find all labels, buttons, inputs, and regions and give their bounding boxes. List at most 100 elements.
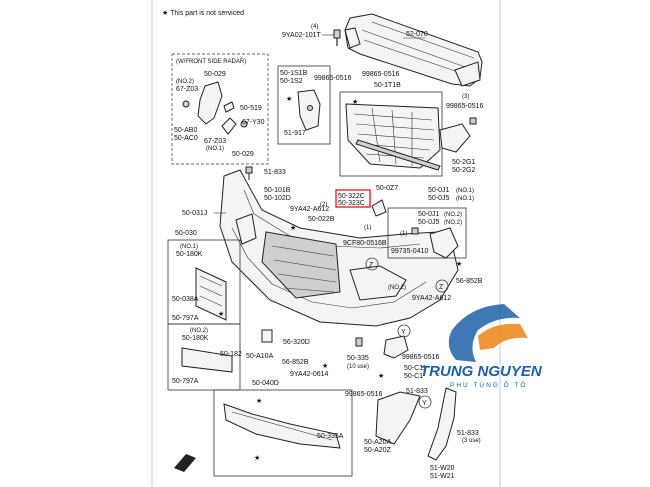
callout-3-use: (3 use) xyxy=(462,438,481,444)
callout-no2-d: (NO.2) xyxy=(388,285,406,291)
label-50-0j5-a: 50-0J5 xyxy=(428,195,450,202)
callout-no2-c: (NO.2) xyxy=(444,220,462,226)
callout-4: (4) xyxy=(311,24,318,30)
radar-option-box xyxy=(171,53,269,165)
label-50-180k-b: 50-180K xyxy=(182,335,209,342)
marker-z-2-label: Z xyxy=(439,284,444,291)
star-marker-8: ★ xyxy=(256,397,262,405)
label-99865-c: 99865-0516 xyxy=(446,103,483,110)
callout-no1-d: (NO.1) xyxy=(180,244,198,250)
marker-z-1 xyxy=(365,257,379,271)
label-56-320d: 56-320D xyxy=(283,339,310,346)
label-56-852b-b: 56-852B xyxy=(282,359,309,366)
callout-10-use: (10 use) xyxy=(347,364,369,370)
label-50-322c: 50-322C xyxy=(338,193,365,200)
callout-1-a: (1) xyxy=(364,225,371,231)
tow-hook-cover xyxy=(371,199,387,217)
label-9cf80-0516b: 9CF80-0516B xyxy=(343,240,387,247)
label-56-852b-a: 56-852B xyxy=(456,278,483,285)
label-50-180k-a: 50-180K xyxy=(176,251,203,258)
label-99735-0410: 99735-0410 xyxy=(391,248,428,255)
callout-no1-c: (NO.1) xyxy=(456,196,474,202)
label-51-833-a: 51-833 xyxy=(264,169,286,176)
label-50-029-bottom: 50-029 xyxy=(232,151,254,158)
radar-bracket xyxy=(182,81,248,135)
radar-sensor-box xyxy=(387,207,467,259)
bumper-reinforcement xyxy=(344,13,483,87)
label-50-030: 50-030 xyxy=(175,230,197,237)
marker-z-2 xyxy=(435,279,449,293)
label-99865-e: 99865-0516 xyxy=(345,391,382,398)
marker-y-1-label: Y xyxy=(401,329,406,336)
label-50-a20a: 50-A20A xyxy=(364,439,392,446)
lower-lip-box xyxy=(213,389,353,477)
sensor-holder-a10a xyxy=(261,329,273,343)
label-51-917: 51-917 xyxy=(284,130,306,137)
star-marker-7: ★ xyxy=(378,372,384,380)
watermark-tagline: PHỤ TÙNG Ô TÔ xyxy=(450,380,527,389)
callout-no2-b: (NO.2) xyxy=(444,212,462,218)
label-67-z03-b: 67-Z03 xyxy=(204,138,226,145)
side-bracket xyxy=(297,89,321,131)
label-50-031j: 50-031J xyxy=(182,210,207,217)
label-99865-d: 99865-0516 xyxy=(402,354,439,361)
label-50-0j1-b: 50-0J1 xyxy=(418,211,440,218)
marker-y-2-label: Y xyxy=(422,400,427,407)
label-52-070: 52-070 xyxy=(406,31,428,38)
label-51-w20: 51-W20 xyxy=(430,465,455,472)
side-spoiler xyxy=(375,391,421,445)
highlight-box xyxy=(335,189,371,208)
label-50-1t1b: 50-1T1B xyxy=(374,82,401,89)
lower-lip-spoiler xyxy=(223,403,341,449)
star-marker-5: ★ xyxy=(218,310,224,318)
label-50-0j5-b: 50-0J5 xyxy=(418,219,440,226)
label-50-797a-b: 50-797A xyxy=(172,378,199,385)
label-50-ac0: 50-AC0 xyxy=(174,135,198,142)
label-51-833-b: 51-833 xyxy=(406,388,428,395)
label-50-029-top: 50-029 xyxy=(204,71,226,78)
label-50-101b: 50-101B xyxy=(264,187,291,194)
star-marker-6: ★ xyxy=(322,362,328,370)
side-bracket-box xyxy=(277,65,331,145)
bolt-9ya02 xyxy=(333,29,341,46)
label-50-a20z: 50-A20Z xyxy=(364,447,392,454)
label-67-y30: 67-Y30 xyxy=(242,119,265,126)
callout-no2-e: (NO.2) xyxy=(190,328,208,334)
grille-side-bracket xyxy=(439,117,477,153)
front-bumper-cover xyxy=(219,169,459,327)
license-plate-box-2 xyxy=(167,323,241,391)
label-50-2g1: 50-2G1 xyxy=(452,159,475,166)
front-direction-arrow-icon xyxy=(174,454,196,472)
label-9ya02-101t: 9YA02-101T xyxy=(282,32,322,39)
star-marker-4: ★ xyxy=(456,260,462,268)
clip-51833-a xyxy=(245,166,253,180)
marker-y-2 xyxy=(418,395,432,409)
label-50-a10a: 50-A10A xyxy=(246,353,274,360)
star-marker-9: ★ xyxy=(254,454,260,462)
label-51-w21: 51-W21 xyxy=(430,473,455,480)
star-marker-3: ★ xyxy=(290,224,296,232)
label-50-0z7: 50-0Z7 xyxy=(376,185,398,192)
label-50-022b: 50-022B xyxy=(308,216,335,223)
label-50-102d: 50-102D xyxy=(264,195,291,202)
side-bracket-c11 xyxy=(383,335,409,359)
label-50-2g2: 50-2G2 xyxy=(452,167,475,174)
lower-grille xyxy=(345,103,441,171)
label-50-797a-a: 50-797A xyxy=(172,315,199,322)
callout-no1-a: (NO.1) xyxy=(206,146,224,152)
label-50-c1: 50-C1 xyxy=(404,373,423,380)
label-50-335a: 50-335A xyxy=(317,433,344,440)
label-50-519: 50-519 xyxy=(240,105,262,112)
label-50-182: 50-182 xyxy=(220,351,242,358)
plate-bracket-no2 xyxy=(181,347,233,373)
star-marker-1: ★ xyxy=(286,95,292,103)
callout-3: (3) xyxy=(462,94,469,100)
label-51-833-c: 51-833 xyxy=(457,430,479,437)
fender-moulding xyxy=(427,387,457,461)
label-9ya42-a612-a: 9YA42-A612 xyxy=(290,206,329,213)
label-50-1s1b: 50-1S1B xyxy=(280,70,308,77)
label-67-z03-a: 67-Z03 xyxy=(176,86,198,93)
label-9ya42-0614: 9YA42-0614 xyxy=(290,371,329,378)
